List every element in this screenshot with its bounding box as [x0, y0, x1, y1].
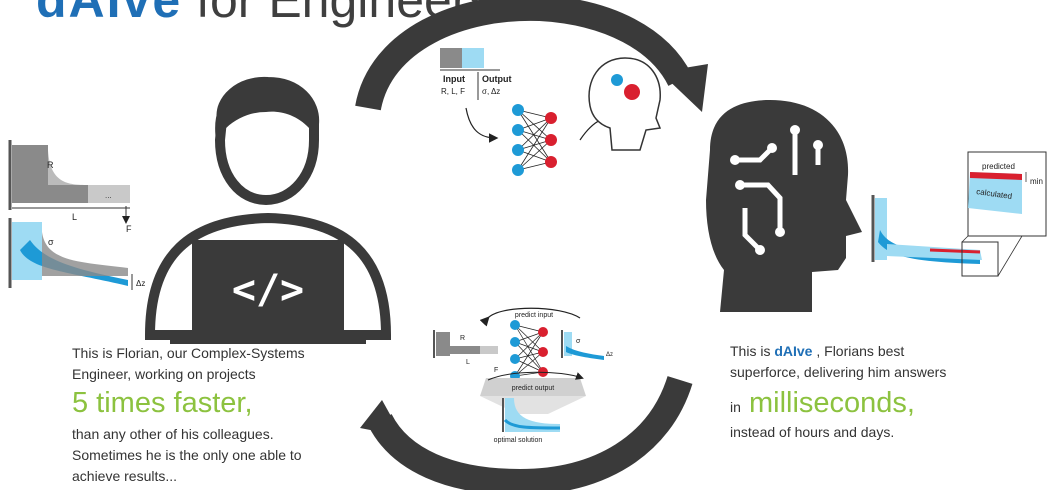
force-label: F	[126, 224, 132, 234]
radius-label: R	[47, 160, 54, 170]
red-gear-icon	[624, 84, 640, 100]
input-values: R, L, F	[441, 87, 465, 96]
deflection-label: Δz	[136, 279, 145, 288]
optimal-solution-label: optimal solution	[494, 437, 543, 444]
left-text-line5: achieve results...	[72, 468, 178, 484]
left-text-line1: This is Florian, our Complex-Systems	[72, 345, 305, 361]
right-text-pre: This is	[730, 343, 771, 359]
right-in-word: in	[730, 399, 741, 415]
left-text-line4: Sometimes he is the only one able to	[72, 447, 302, 463]
predicted-label: predicted	[982, 162, 1015, 171]
predict-output-label: predict output	[512, 385, 554, 392]
right-text-line2: superforce, delivering him answers	[730, 364, 947, 380]
left-beam-drawing: ... R L F σ Δz	[8, 140, 145, 290]
right-text-post: , Florians best	[816, 343, 905, 359]
min-label: min	[1030, 177, 1043, 186]
dave-logo-inline: dAIve	[774, 343, 813, 359]
predict-input-label: predict input	[515, 312, 553, 319]
code-icon: </>	[232, 267, 304, 313]
engineer-person-icon: </>	[144, 76, 392, 344]
input-header: Input	[443, 74, 465, 84]
stress-label: σ	[48, 237, 54, 247]
output-header: Output	[482, 74, 512, 84]
ai-head-icon	[706, 100, 862, 312]
right-highlight: milliseconds,	[748, 387, 915, 419]
bottom-f-label: F	[494, 367, 498, 374]
right-text-line3: instead of hours and days.	[730, 424, 895, 440]
brand-logo-text: dAIve	[36, 0, 183, 28]
right-highlight-line: in milliseconds,	[730, 387, 915, 423]
thinking-head-icon	[588, 57, 662, 151]
left-text-line2: Engineer, working on projects	[72, 366, 256, 382]
bottom-dz-label: Δz	[606, 352, 613, 358]
right-beam-drawing: predicted calculated min	[871, 151, 1047, 277]
left-text-line3: than any other of his colleagues.	[72, 426, 274, 442]
left-highlight: 5 times faster,	[72, 387, 253, 419]
beam-dots-label: ...	[105, 191, 112, 200]
bottom-nn-diagram: predict input R L F σ Δz predict output	[433, 307, 613, 444]
length-label: L	[72, 212, 77, 222]
cycle-arrow-bottom	[360, 375, 693, 490]
cycle-arrow-top	[355, 0, 708, 112]
bottom-r-label: R	[460, 335, 465, 342]
bottom-l-label: L	[466, 359, 470, 366]
right-text-line1: This is dAIve , Florians best	[730, 341, 904, 362]
top-nn-diagram: Input Output R, L, F σ, Δz	[440, 48, 662, 176]
blue-gear-icon	[611, 74, 623, 86]
output-values: σ, Δz	[482, 87, 500, 96]
bottom-sigma-label: σ	[576, 338, 581, 345]
